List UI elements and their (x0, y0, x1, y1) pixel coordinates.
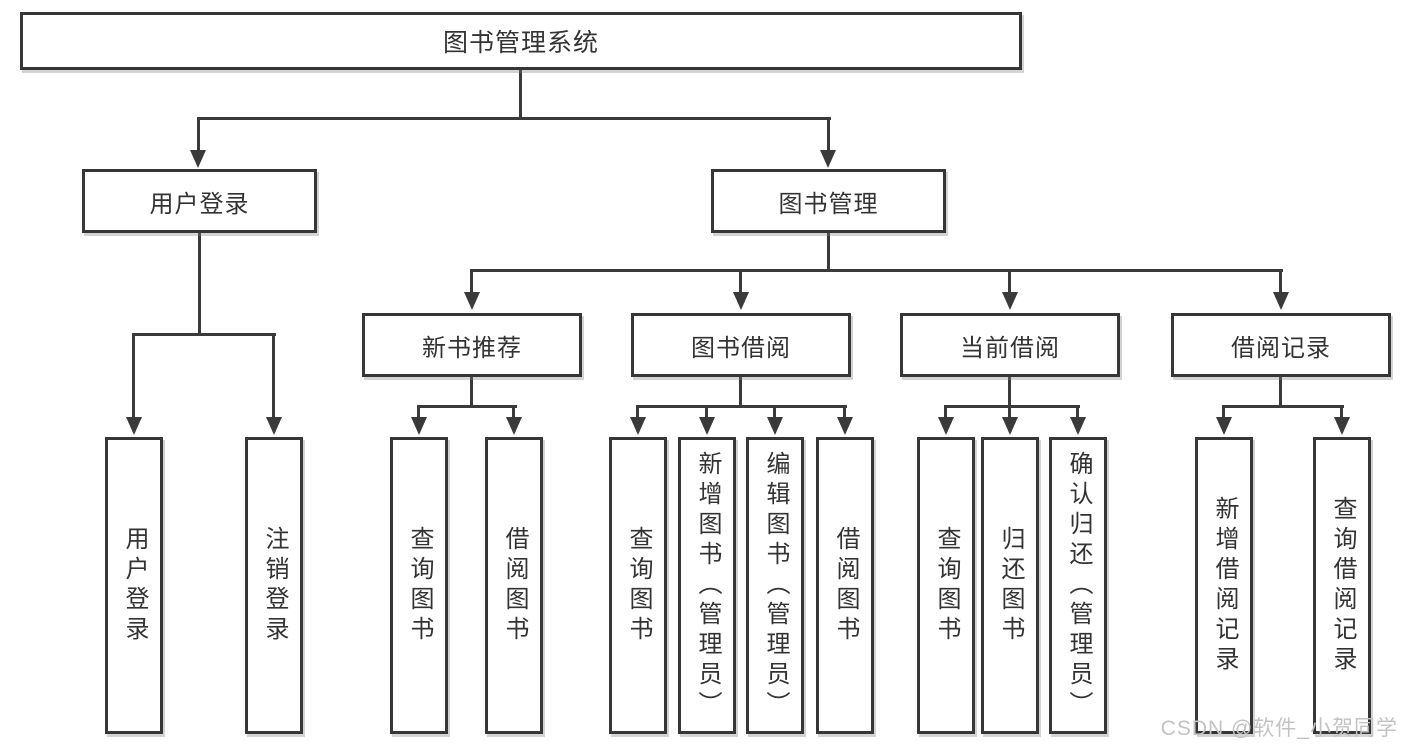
connector-drop (1008, 405, 1011, 418)
node-new-book-recommend: 新书推荐 (362, 313, 582, 377)
leaf-label: 用户登录 (121, 525, 148, 646)
leaf-label: 新增借阅记录 (1211, 495, 1238, 676)
arrow-down-icon (1002, 292, 1018, 310)
leaf-add-borrow-record: 新增借阅记录 (1195, 437, 1253, 734)
leaf-label: 查询借阅记录 (1329, 495, 1356, 676)
node-book-borrow: 图书借阅 (631, 313, 851, 377)
arrow-down-icon (630, 417, 646, 435)
leaf-label: 查询图书 (406, 525, 433, 646)
leaf-label: 注销登录 (261, 525, 288, 646)
arrow-down-icon (733, 292, 749, 310)
arrow-down-icon (266, 417, 282, 435)
connector-drop (1008, 269, 1011, 292)
leaf-query-books: 查询图书 (609, 437, 667, 734)
connector-drop (1340, 405, 1343, 418)
node-root: 图书管理系统 (20, 12, 1022, 70)
connector-drop (197, 117, 200, 152)
connector-records-rail (1222, 405, 1344, 408)
leaf-label: 新增图书（管理员） (694, 450, 721, 721)
arrow-down-icon (506, 417, 522, 435)
node-label: 借阅记录 (1231, 334, 1331, 362)
arrow-down-icon (1334, 417, 1350, 435)
connector-drop (843, 405, 846, 418)
connector-drop (470, 269, 473, 292)
node-root-label: 图书管理系统 (442, 29, 599, 57)
leaf-query-borrow-record: 查询借阅记录 (1313, 437, 1371, 734)
connector-borrow-stem (739, 377, 742, 407)
arrow-down-icon (1216, 417, 1232, 435)
connector-mgmt-stem (827, 233, 830, 271)
connector-recommend-stem (470, 377, 473, 407)
arrow-down-icon (1273, 292, 1289, 310)
connector-records-stem (1279, 377, 1282, 407)
node-current-borrow: 当前借阅 (900, 313, 1120, 377)
node-label: 用户登录 (149, 190, 250, 218)
connector-drop (1279, 269, 1282, 292)
arrow-down-icon (699, 417, 715, 435)
arrow-down-icon (190, 150, 206, 168)
leaf-add-books-admin: 新增图书（管理员） (678, 437, 736, 734)
connector-drop (705, 405, 708, 418)
connector-user-stem (198, 233, 201, 334)
connector-drop (739, 269, 742, 292)
connector-drop (827, 117, 830, 152)
leaf-label: 查询图书 (625, 525, 652, 646)
connector-borrow-rail (636, 405, 847, 408)
leaf-label: 借阅图书 (832, 525, 859, 646)
csdn-watermark: CSDN @软件_小贺同学 (1160, 717, 1398, 740)
connector-drop (944, 405, 947, 418)
node-label: 图书管理 (778, 190, 879, 218)
node-user-login: 用户登录 (82, 169, 317, 233)
arrow-down-icon (1070, 417, 1086, 435)
connector-drop (636, 405, 639, 418)
leaf-user-login: 用户登录 (105, 437, 163, 734)
connector-drop (272, 333, 275, 417)
node-label: 当前借阅 (960, 334, 1060, 362)
arrow-down-icon (767, 417, 783, 435)
leaf-return-books: 归还图书 (981, 437, 1039, 734)
node-label: 图书借阅 (691, 334, 791, 362)
node-borrow-records: 借阅记录 (1171, 313, 1391, 377)
connector-user-rail (132, 333, 276, 336)
leaf-label: 确认归还（管理员） (1065, 450, 1092, 721)
arrow-down-icon (1002, 417, 1018, 435)
connector-current-rail (944, 405, 1080, 408)
connector-drop (417, 405, 420, 418)
arrow-down-icon (464, 292, 480, 310)
leaf-query-books: 查询图书 (390, 437, 448, 734)
connector-drop (1076, 405, 1079, 418)
connector-recommend-rail (417, 405, 517, 408)
leaf-label: 归还图书 (997, 525, 1024, 646)
node-book-management: 图书管理 (711, 169, 946, 233)
node-label: 新书推荐 (422, 334, 522, 362)
connector-root-stem (519, 70, 522, 119)
leaf-borrow-books: 借阅图书 (485, 437, 543, 734)
connector-level2-rail (197, 117, 831, 120)
arrow-down-icon (820, 150, 836, 168)
connector-level3-rail (470, 269, 1283, 272)
arrow-down-icon (126, 417, 142, 435)
arrow-down-icon (938, 417, 954, 435)
connector-drop (773, 405, 776, 418)
leaf-confirm-return-admin: 确认归还（管理员） (1049, 437, 1107, 734)
leaf-label: 借阅图书 (501, 525, 528, 646)
leaf-label: 查询图书 (933, 525, 960, 646)
leaf-borrow-books: 借阅图书 (816, 437, 874, 734)
leaf-label: 编辑图书（管理员） (762, 450, 789, 721)
leaf-query-books: 查询图书 (917, 437, 975, 734)
connector-current-stem (1008, 377, 1011, 407)
connector-drop (132, 333, 135, 417)
arrow-down-icon (837, 417, 853, 435)
connector-drop (512, 405, 515, 418)
arrow-down-icon (411, 417, 427, 435)
leaf-edit-books-admin: 编辑图书（管理员） (746, 437, 804, 734)
leaf-logout: 注销登录 (245, 437, 303, 734)
connector-drop (1222, 405, 1225, 418)
